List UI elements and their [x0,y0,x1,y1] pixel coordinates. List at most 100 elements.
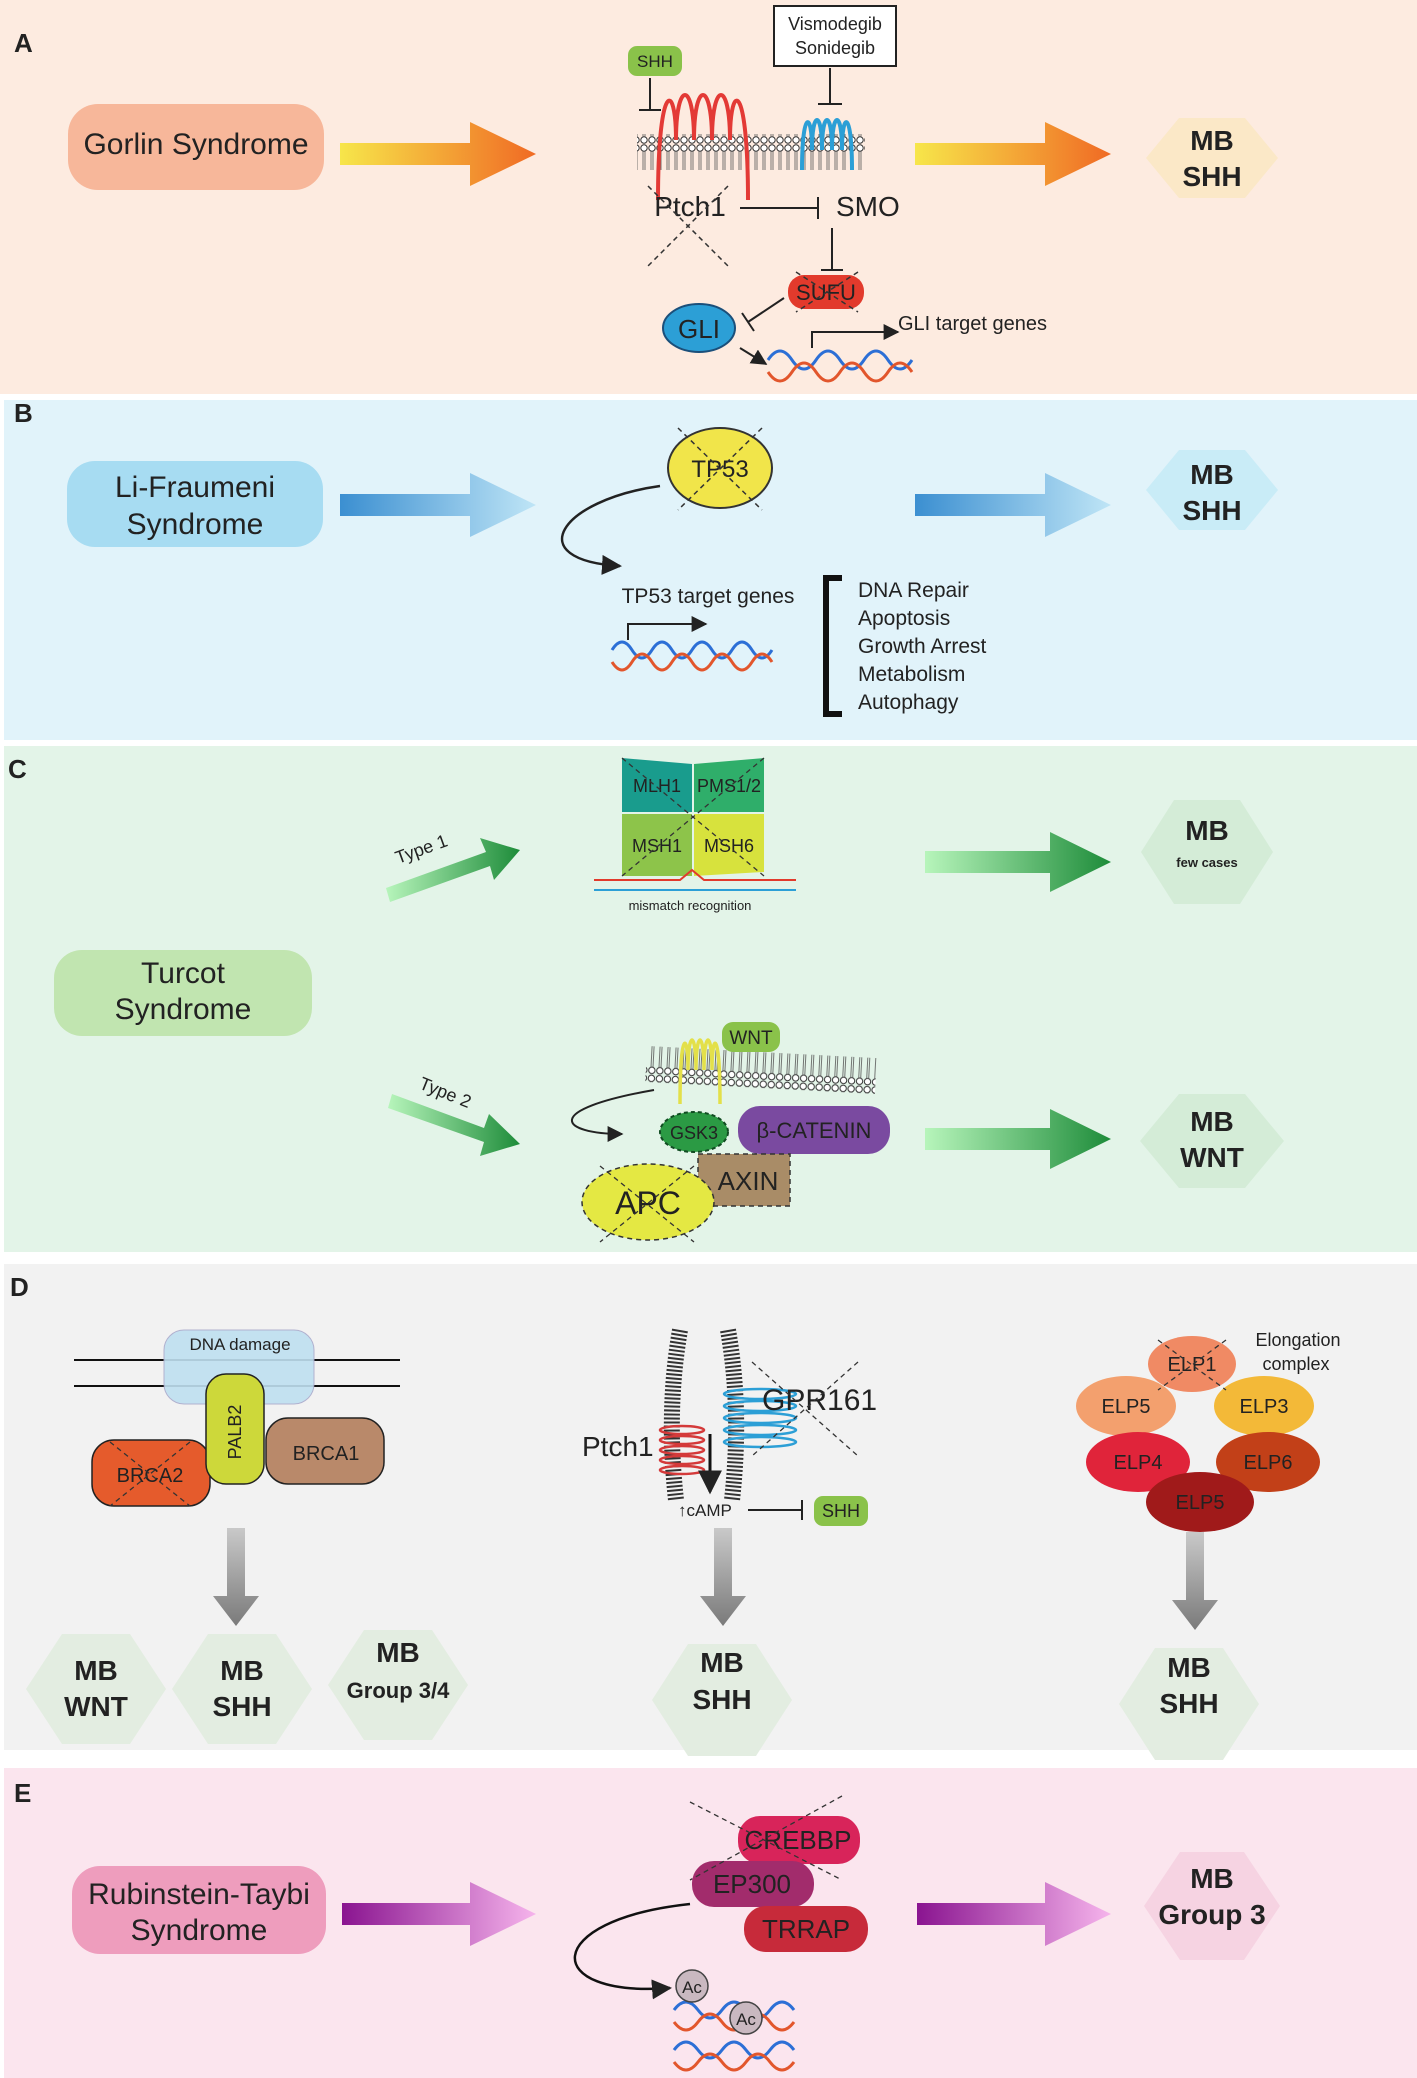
shh-ligand [628,46,682,76]
trrap-label: TRRAP [762,1914,850,1944]
palb2 [205,1373,265,1485]
gli-target-genes-label: GLI target genes [898,313,1047,335]
hex-d4-line2: SHH [692,1684,751,1715]
panel-d-letter: D [10,1272,29,1302]
acetyl-group-1 [675,1969,709,2003]
frizzled-receptor [678,1038,722,1105]
dna-helix-e [672,2000,796,2020]
elp-subunit [1146,1472,1254,1532]
li-fraumeni-box [67,461,323,547]
arrow-type1 [386,838,520,902]
pms1-2 [694,758,764,812]
mismatch-label: mismatch recognition [629,898,752,913]
trrap [744,1906,868,1952]
mmr-protein-label: PMS1/2 [697,776,761,796]
tp53-target-genes-label: TP53 target genes [622,585,795,608]
panel-a: A Gorlin Syndrome Vismodegib Sonidegib S… [0,0,1417,394]
hex-mb-group3 [1144,1852,1280,1960]
wnt-ligand [722,1022,780,1052]
elongation-line2: complex [1262,1354,1329,1374]
hex-c2-line2: WNT [1180,1142,1244,1173]
arrow-c-2 [925,1109,1111,1169]
turcot-box [54,950,312,1036]
elp-subunit [1076,1376,1176,1436]
panel-a-letter: A [14,28,33,58]
hex-a-line2: SHH [1182,161,1241,192]
elp-subunit-label: ELP6 [1244,1452,1293,1474]
brca1 [265,1417,385,1485]
hex-mb-wnt-c [1140,1094,1284,1188]
arrow-d-3 [1172,1532,1218,1630]
hex-d5-line1: MB [1167,1652,1211,1683]
msh1 [622,814,692,876]
smo-label: SMO [836,191,900,222]
arrow-d-2 [700,1528,746,1626]
arrow-e-2 [917,1882,1111,1946]
panel-b-letter: B [14,398,33,428]
elp-subunit-label: ELP5 [1176,1492,1225,1514]
tp53-label: TP53 [691,456,748,483]
acetyl-group-2 [729,2001,763,2035]
arrow-c-1 [925,832,1111,892]
cilium-right [720,1328,745,1501]
mismatch-strand [594,868,796,881]
elp-subunit-label: ELP1 [1168,1354,1217,1376]
hex-e-line2: Group 3 [1158,1899,1265,1930]
hex-d3-line2: Group 3/4 [347,1678,450,1703]
ptch1-receptor [656,93,750,201]
mlh1 [622,758,692,812]
wnt-label: WNT [729,1028,773,1049]
arrow-b-1 [340,473,536,537]
ac-label-2: Ac [736,2010,756,2029]
elp-subunit [1214,1376,1314,1436]
apc-label: APC [615,1185,681,1221]
panel-e-letter: E [14,1778,31,1808]
arrow-d-1 [213,1528,259,1626]
panel-e: E Rubinstein-Taybi Syndrome CREBBP EP300… [4,1768,1417,2078]
hex-c2-line1: MB [1190,1106,1234,1137]
drug-sonidegib: Sonidegib [795,38,875,58]
li-fraumeni-line2: Syndrome [127,508,264,541]
gorlin-syndrome-label: Gorlin Syndrome [83,128,308,161]
ptch1-d-label: Ptch1 [582,1431,654,1462]
hex-b-line2: SHH [1182,495,1241,526]
dna-damage-label: DNA damage [189,1335,290,1354]
arrow-a-1 [340,122,536,186]
hex-d5-line2: SHH [1159,1688,1218,1719]
panel-b: B Li-Fraumeni Syndrome TP53 TP53 target … [4,398,1417,740]
ep300-label: EP300 [713,1869,791,1899]
elp-subunit [1148,1336,1236,1392]
panel-c-letter: C [8,754,27,784]
ac-label-1: Ac [682,1978,702,1997]
apc [581,1163,715,1241]
hex-d4-line1: MB [700,1647,744,1678]
elp-subunit [1086,1432,1190,1492]
hex-d2-line1: MB [220,1655,264,1686]
beta-catenin [738,1106,890,1154]
gli-label: GLI [678,314,720,344]
hex-c1-line2: few cases [1176,855,1237,870]
tp53-function-item: Metabolism [858,663,965,686]
bracket [823,575,842,717]
hex-b-line1: MB [1190,459,1234,490]
mmr-protein-label: MSH1 [632,836,682,856]
arrow-e-1 [342,1882,536,1946]
hex-mb-shh-b [1146,450,1278,530]
elp-subunit-label: ELP3 [1240,1396,1289,1418]
hex-mb-shh-a [1146,118,1278,198]
turcot-line1: Turcot [141,957,226,990]
hex-a-line1: MB [1190,125,1234,156]
rubinstein-taybi-box [72,1866,326,1954]
tp53-function-item: Growth Arrest [858,635,987,658]
hex-d1-line2: WNT [64,1691,128,1722]
palb2-label: PALB2 [225,1405,245,1460]
hex-c1-line1: MB [1185,815,1229,846]
hex-d-mb-shh-3 [1119,1648,1259,1760]
elp-subunit [1216,1432,1320,1492]
hex-d-mb-wnt [26,1634,166,1744]
beta-catenin-label: β-CATENIN [757,1118,872,1143]
smo-receptor [800,118,854,171]
